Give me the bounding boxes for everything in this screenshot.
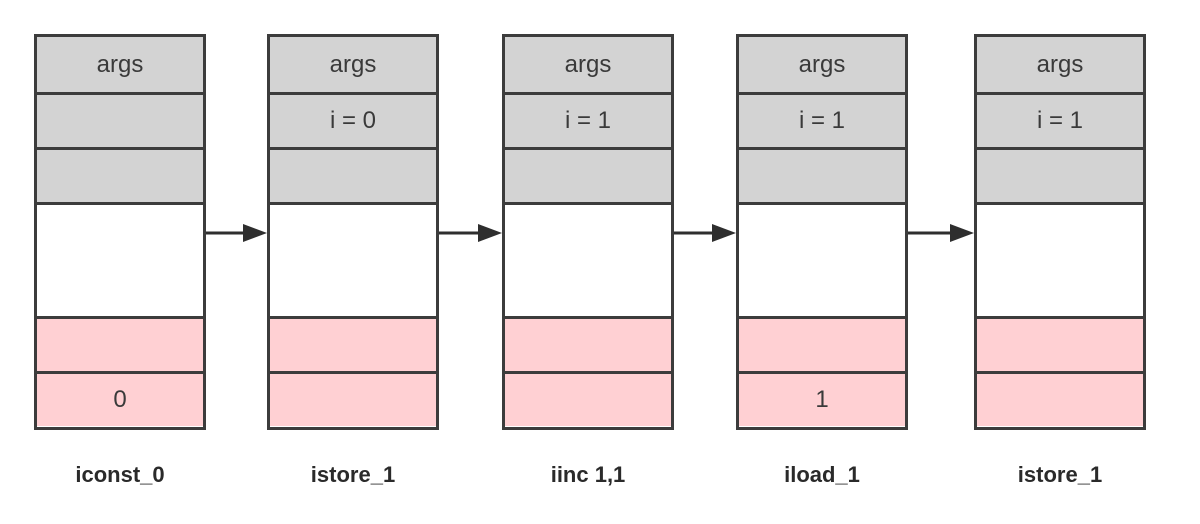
empty-region	[977, 202, 1143, 316]
instruction-label: iinc 1,1	[550, 462, 626, 487]
right-arrow-icon	[206, 224, 267, 242]
operand-stack-slot	[270, 371, 436, 426]
stack-frame: args 0	[34, 34, 206, 430]
operand-stack-slot: 0	[37, 371, 203, 426]
local-variable-slot: i = 1	[505, 92, 671, 147]
instruction-label: istore_1	[1017, 462, 1103, 487]
local-variable-slot	[739, 147, 905, 202]
local-variable-slot	[37, 92, 203, 147]
instruction-label: iload_1	[784, 462, 860, 487]
right-arrow-icon	[908, 224, 974, 242]
local-variable-slot	[37, 147, 203, 202]
local-variable-slot: i = 1	[739, 92, 905, 147]
local-variable-slot: args	[270, 37, 436, 92]
operand-stack-slot	[739, 316, 905, 371]
operand-stack-slot	[977, 371, 1143, 426]
instruction-label: istore_1	[310, 462, 396, 487]
empty-region	[270, 202, 436, 316]
empty-region	[37, 202, 203, 316]
local-variable-slot	[505, 147, 671, 202]
operand-stack-slot	[505, 371, 671, 426]
operand-stack-slot	[977, 316, 1143, 371]
local-variable-slot	[977, 147, 1143, 202]
local-variable-slot: i = 0	[270, 92, 436, 147]
operand-stack-slot: 1	[739, 371, 905, 426]
instruction-label: iconst_0	[75, 462, 165, 487]
local-variable-slot: args	[37, 37, 203, 92]
operand-stack-slot	[270, 316, 436, 371]
operand-stack-slot	[37, 316, 203, 371]
empty-region	[505, 202, 671, 316]
empty-region	[739, 202, 905, 316]
local-variable-slot: args	[505, 37, 671, 92]
local-variable-slot: i = 1	[977, 92, 1143, 147]
right-arrow-icon	[439, 224, 502, 242]
operand-stack-slot	[505, 316, 671, 371]
local-variable-slot: args	[977, 37, 1143, 92]
right-arrow-icon	[674, 224, 736, 242]
local-variable-slot: args	[739, 37, 905, 92]
local-variable-slot	[270, 147, 436, 202]
